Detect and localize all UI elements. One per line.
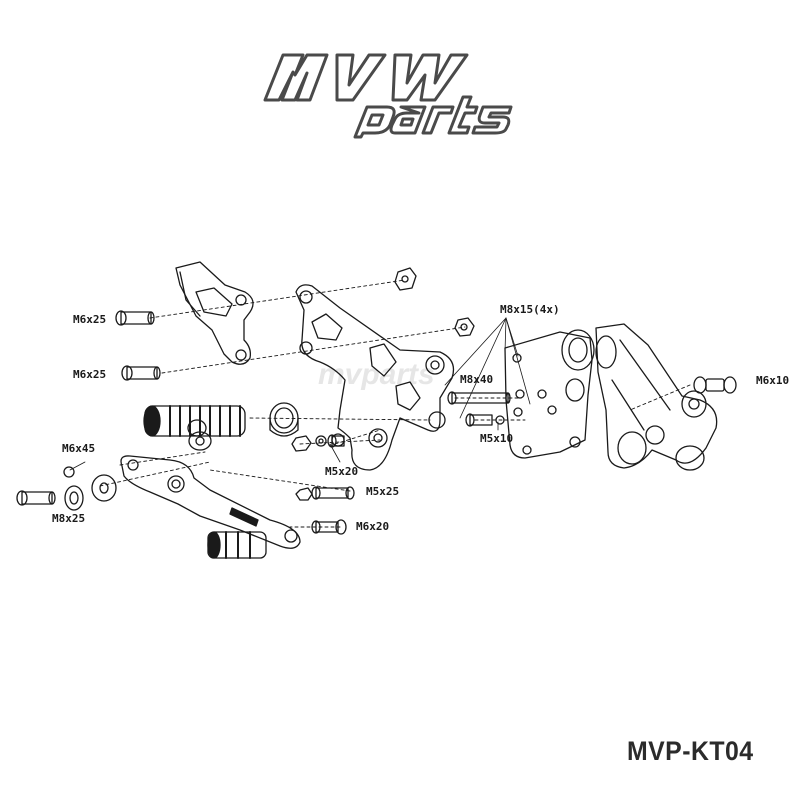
label-leader-lines xyxy=(69,317,531,471)
washer-center xyxy=(315,435,327,447)
m6x25-bolt-upper xyxy=(115,310,155,326)
pivot-washer-2 xyxy=(91,474,117,502)
rider-footpeg xyxy=(143,405,246,437)
product-code: MVP-KT04 xyxy=(627,736,754,766)
nut-center xyxy=(291,435,312,452)
label-m6x25-lower: M6x25 xyxy=(73,368,107,381)
pivot-washer-1 xyxy=(64,485,84,511)
label-m6x10: M6x10 xyxy=(756,374,790,387)
m6x20-bolt xyxy=(311,519,347,535)
svg-text:mvparts: mvparts xyxy=(318,358,435,391)
label-m5x20: M5x20 xyxy=(325,465,359,478)
label-m6x20: M6x20 xyxy=(356,520,390,533)
shift-linkage-arm xyxy=(595,323,718,471)
nut-middle xyxy=(454,317,475,337)
m8x25-bolt xyxy=(16,490,56,506)
label-m8x40: M8x40 xyxy=(460,373,494,386)
label-m8x15: M8x15(4x) xyxy=(500,303,560,316)
label-m6x45: M6x45 xyxy=(62,442,96,455)
frame-mount-plate xyxy=(504,329,595,459)
m8x40-bolt xyxy=(447,391,511,405)
rearset-main-bracket xyxy=(295,284,455,471)
m6x45-bolt xyxy=(63,466,75,478)
m5x10-bolt xyxy=(465,413,505,427)
nut-top xyxy=(394,267,417,291)
label-m5x10: M5x10 xyxy=(480,432,514,445)
heel-guard-plate xyxy=(175,261,254,365)
mvparts-logo: mv xyxy=(263,53,513,139)
label-m5x25: M5x25 xyxy=(366,485,400,498)
m6x10-bolt-right xyxy=(693,376,737,394)
shift-peg-rubber xyxy=(207,531,267,559)
m6x25-bolt-lower xyxy=(121,365,161,381)
spacer-bushing xyxy=(269,402,299,437)
pivot-washer-3 xyxy=(187,419,212,451)
label-m8x25: M8x25 xyxy=(52,512,86,525)
watermark: mvparts xyxy=(318,358,435,391)
label-m6x25-upper: M6x25 xyxy=(73,313,107,326)
m5x25-bolt xyxy=(295,486,355,501)
shift-lever-arm xyxy=(120,455,301,549)
